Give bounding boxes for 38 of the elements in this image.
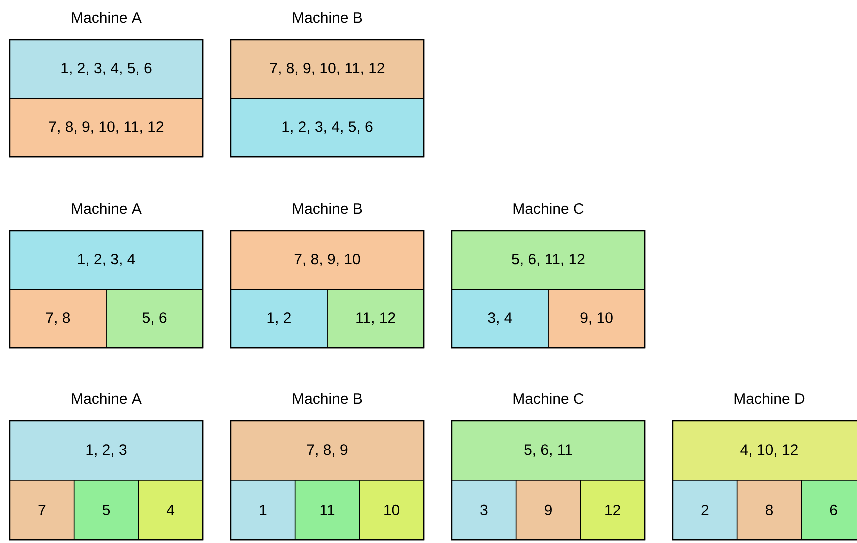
machine-title: Machine C [514, 393, 584, 404]
partition-cell: 3 [452, 480, 517, 540]
partition-cell: 7, 8 [10, 289, 107, 348]
partition-cell: 11, 12 [327, 289, 424, 348]
partition-cell: 9, 10 [548, 289, 646, 348]
partition-cell: 7, 8, 9, 10, 11, 12 [10, 98, 204, 158]
machine-title: Machine A [72, 203, 142, 214]
partition-cell: 2 [672, 480, 738, 540]
partition-cell: 3, 4 [452, 289, 549, 348]
partition-cell: 7 [10, 480, 75, 540]
partition-cell: 8 [736, 480, 802, 540]
partition-cell: 4 [138, 480, 204, 540]
partition-cell: 4, 10, 12 [672, 420, 857, 481]
partition-cell: 5 [74, 480, 140, 540]
partition-cell: 5, 6 [106, 289, 204, 348]
partition-cell: 7, 8, 9, 10, 11, 12 [230, 40, 424, 99]
partition-cell: 7, 8, 9 [230, 420, 424, 481]
partition-cell: 1, 2 [230, 289, 328, 348]
partition-cell: 1, 2, 3, 4, 5, 6 [10, 40, 204, 99]
partition-cell: 9 [516, 480, 582, 540]
machine-title: Machine A [72, 393, 142, 404]
partition-cell: 11 [294, 480, 360, 540]
partition-cell: 1, 2, 3, 4, 5, 6 [230, 98, 424, 158]
machine-title: Machine B [293, 203, 362, 214]
partition-cell: 12 [580, 480, 646, 540]
machine-title: Machine B [293, 12, 362, 24]
partition-cell: 10 [359, 480, 424, 540]
partition-cell: 7, 8, 9, 10 [230, 230, 424, 290]
machine-title: Machine D [734, 393, 805, 404]
partition-cell: 6 [801, 480, 857, 540]
machine-title: Machine B [293, 393, 362, 404]
machine-title: Machine C [514, 203, 584, 214]
partition-cell: 1 [230, 480, 296, 540]
partition-cell: 1, 2, 3 [10, 420, 204, 481]
partition-cell: 1, 2, 3, 4 [10, 230, 204, 290]
machine-title: Machine A [72, 12, 142, 24]
partition-cell: 5, 6, 11, 12 [452, 230, 646, 290]
partition-cell: 5, 6, 11 [452, 420, 646, 481]
